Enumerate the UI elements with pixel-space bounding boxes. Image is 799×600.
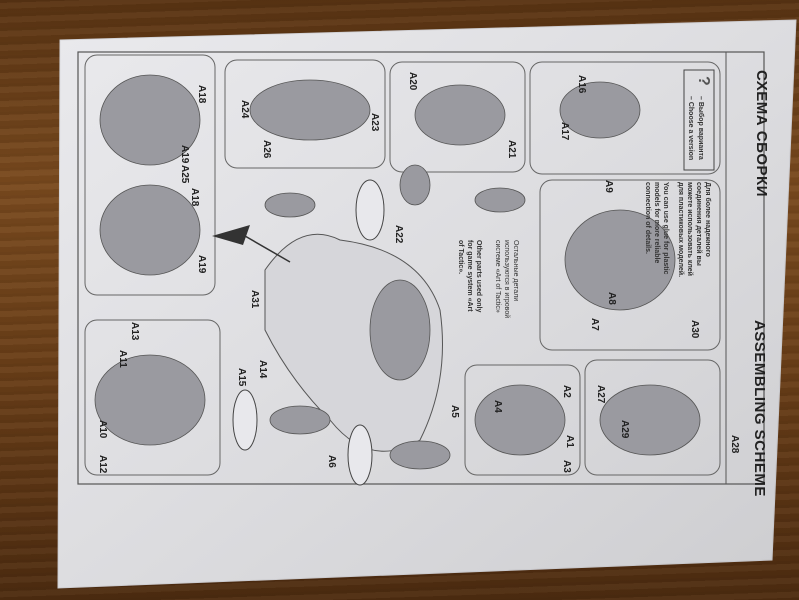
part-label: A17 <box>559 122 570 141</box>
part-label: A1 <box>564 435 575 448</box>
other-parts-en: Other parts used only for game system «A… <box>457 240 482 313</box>
part-label: A6 <box>326 455 337 468</box>
part-label: A23 <box>369 113 380 132</box>
part-label: A15 <box>236 368 247 387</box>
part-label: A3 <box>561 460 572 473</box>
title-ru: СХЕМА СБОРКИ <box>753 70 770 197</box>
part-label: A4 <box>492 400 503 413</box>
glue-note-ru: Для более надежного соединения деталей в… <box>677 182 711 278</box>
part-label: A21 <box>506 140 517 159</box>
part-label: A20 <box>407 72 418 91</box>
part-label: A5 <box>449 405 460 418</box>
part-label: A30 <box>689 320 700 339</box>
part-label: A9 <box>603 180 614 193</box>
legend-en: – Choose a version <box>687 96 694 161</box>
part-label: A19 <box>196 255 207 274</box>
part-label: A8 <box>606 292 617 305</box>
legend-ru: – Выбор варианта <box>697 96 704 160</box>
other-parts-ru: Остальные детали используются в игровой … <box>494 240 519 319</box>
part-label: A28 <box>729 435 740 454</box>
part-label: A2 <box>561 385 572 398</box>
question-circle-icon: ? <box>695 76 712 86</box>
part-label: A26 <box>261 140 272 159</box>
title-en: ASSEMBLING SCHEME <box>751 320 768 497</box>
part-label: A7 <box>589 318 600 331</box>
part-label: A13 <box>129 322 140 341</box>
part-label: A29 <box>619 420 630 439</box>
part-label: A16 <box>576 75 587 94</box>
part-label: A11 <box>117 350 128 368</box>
part-label: A31 <box>249 290 260 309</box>
part-label: A25 <box>179 165 190 184</box>
part-label: A19 <box>179 145 190 164</box>
part-label: A24 <box>239 100 250 119</box>
part-label: A14 <box>257 360 268 379</box>
part-label: A27 <box>595 385 606 404</box>
glue-note-en: You can use glue for plastic models for … <box>644 182 669 275</box>
part-label: A22 <box>393 225 404 244</box>
part-label: A18 <box>189 188 200 207</box>
part-label: A10 <box>97 420 108 439</box>
part-label: A12 <box>97 455 108 474</box>
part-label: A18 <box>196 85 207 104</box>
